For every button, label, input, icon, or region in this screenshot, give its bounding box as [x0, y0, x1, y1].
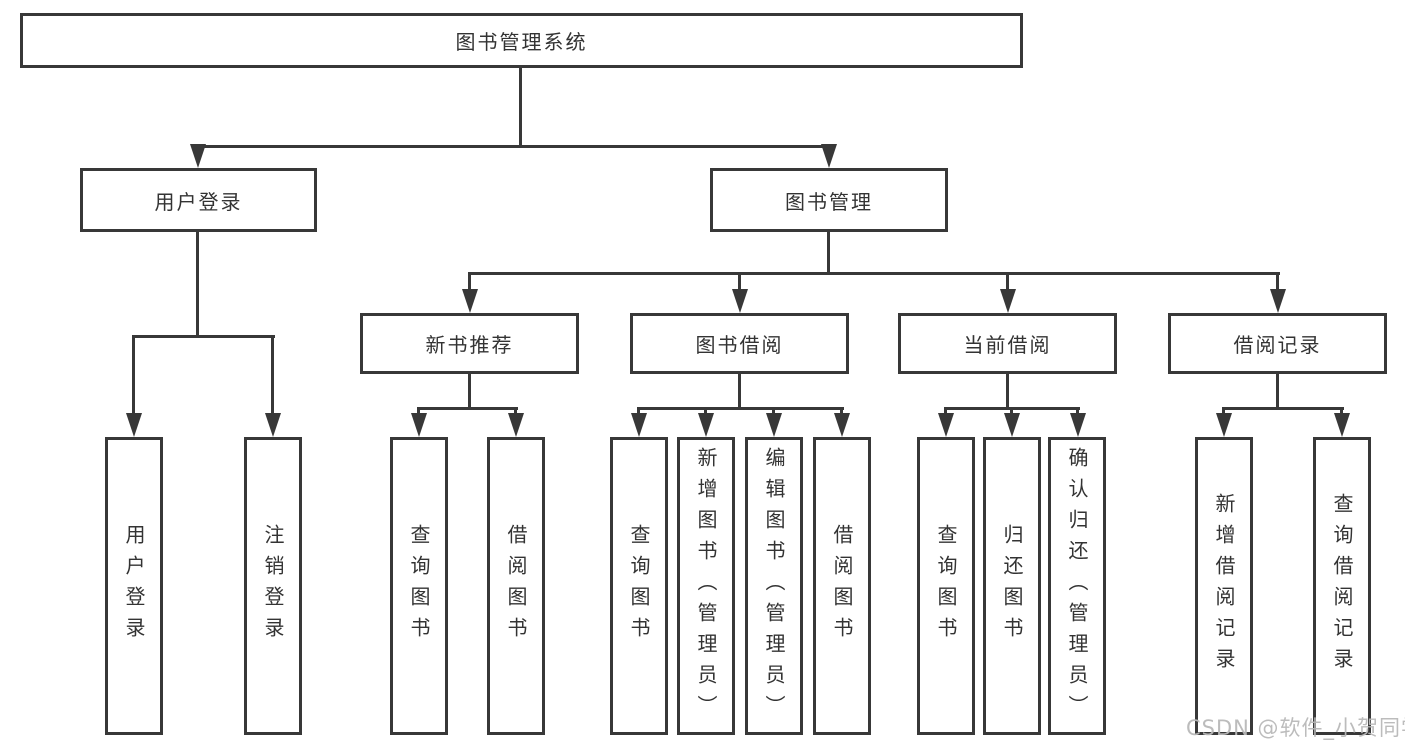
node-query-books-borrow: 查询图书 [610, 437, 668, 735]
node-label: 借阅记录 [1233, 333, 1322, 357]
node-label: 当前借阅 [963, 333, 1052, 357]
node-new-book-recommend: 新书推荐 [360, 313, 579, 374]
edge-login-trunk [196, 232, 199, 338]
edge-mgmt-stub [1006, 272, 1009, 291]
edge-root-trunk [519, 68, 522, 148]
arrow-down-icon [411, 413, 427, 437]
arrow-down-icon [631, 413, 647, 437]
edge-group-stub [514, 407, 517, 415]
node-label: 确认归还（管理员） [1065, 446, 1089, 726]
node-label: 用户登录 [122, 524, 146, 648]
node-borrow-books-recommend: 借阅图书 [487, 437, 545, 735]
node-label: 借阅图书 [504, 524, 528, 648]
node-library-management-system: 图书管理系统 [20, 13, 1023, 68]
node-add-borrow-record: 新增借阅记录 [1195, 437, 1253, 735]
arrow-down-icon [508, 413, 524, 437]
arrow-down-icon [1334, 413, 1350, 437]
arrow-down-icon [766, 413, 782, 437]
node-current-borrowing: 当前借阅 [898, 313, 1117, 374]
node-label: 查询图书 [407, 524, 431, 648]
edge-group-stub [772, 407, 775, 415]
node-label: 新增借阅记录 [1212, 493, 1236, 679]
node-label: 注销登录 [261, 524, 285, 648]
edge-group-trunk [738, 374, 741, 410]
edge-group-stub [1076, 407, 1079, 415]
arrow-down-icon [1216, 413, 1232, 437]
node-label: 编辑图书（管理员） [762, 446, 786, 726]
node-query-books-recommend: 查询图书 [390, 437, 448, 735]
edge-group-stub [944, 407, 947, 415]
edge-mgmt-stub [468, 272, 471, 291]
edge-group-stub [704, 407, 707, 415]
edge-group-trunk [1006, 374, 1009, 410]
edge-group-crossbar [1222, 407, 1344, 410]
edge-group-stub [840, 407, 843, 415]
node-label: 查询图书 [627, 524, 651, 648]
arrow-down-icon [1270, 289, 1286, 313]
edge-mgmt-crossbar [469, 272, 1280, 275]
node-label: 新书推荐 [425, 333, 514, 357]
arrow-down-icon [265, 413, 281, 437]
node-label: 图书借阅 [695, 333, 784, 357]
node-query-books-current: 查询图书 [917, 437, 975, 735]
node-return-books: 归还图书 [983, 437, 1041, 735]
arrow-down-icon [732, 289, 748, 313]
edge-group-stub [1010, 407, 1013, 415]
edge-group-stub [417, 407, 420, 415]
arrow-down-icon [1000, 289, 1016, 313]
node-label: 用户登录 [154, 189, 243, 214]
arrow-down-icon [1070, 413, 1086, 437]
node-borrow-books: 借阅图书 [813, 437, 871, 735]
arrow-down-icon [1004, 413, 1020, 437]
arrow-down-icon [190, 144, 206, 168]
node-label: 新增图书（管理员） [694, 446, 718, 726]
edge-group-trunk [468, 374, 471, 410]
edge-login-stub [132, 335, 135, 415]
edge-login-crossbar [133, 335, 275, 338]
edge-mgmt-stub [738, 272, 741, 291]
edge-group-stub [637, 407, 640, 415]
edge-mgmt-stub [1276, 272, 1279, 291]
node-leaf-user-login: 用户登录 [105, 437, 163, 735]
arrow-down-icon [462, 289, 478, 313]
edge-login-stub [271, 335, 274, 415]
edge-group-stub [1340, 407, 1343, 415]
node-borrowing-records: 借阅记录 [1168, 313, 1387, 374]
node-user-login: 用户登录 [80, 168, 317, 232]
node-book-management: 图书管理 [710, 168, 948, 232]
node-label: 借阅图书 [830, 524, 854, 648]
watermark: CSDN @软件_小贺同学 [1186, 716, 1405, 740]
node-query-borrow-record: 查询借阅记录 [1313, 437, 1371, 735]
node-add-book-admin: 新增图书（管理员） [677, 437, 735, 735]
arrow-down-icon [834, 413, 850, 437]
arrow-down-icon [126, 413, 142, 437]
node-edit-book-admin: 编辑图书（管理员） [745, 437, 803, 735]
node-label: 查询借阅记录 [1330, 493, 1354, 679]
node-label: 查询图书 [934, 524, 958, 648]
edge-mgmt-trunk [827, 232, 830, 275]
edge-group-crossbar [417, 407, 518, 410]
edge-group-stub [1222, 407, 1225, 415]
node-confirm-return-admin: 确认归还（管理员） [1048, 437, 1106, 735]
arrow-down-icon [698, 413, 714, 437]
node-label: 图书管理系统 [455, 30, 588, 54]
node-label: 归还图书 [1000, 524, 1024, 648]
node-leaf-logout: 注销登录 [244, 437, 302, 735]
arrow-down-icon [938, 413, 954, 437]
node-label: 图书管理 [785, 189, 873, 214]
edge-group-trunk [1276, 374, 1279, 410]
edge-group-crossbar [637, 407, 844, 410]
edge-root-crossbar [196, 145, 830, 148]
node-book-borrowing: 图书借阅 [630, 313, 849, 374]
arrow-down-icon [821, 144, 837, 168]
